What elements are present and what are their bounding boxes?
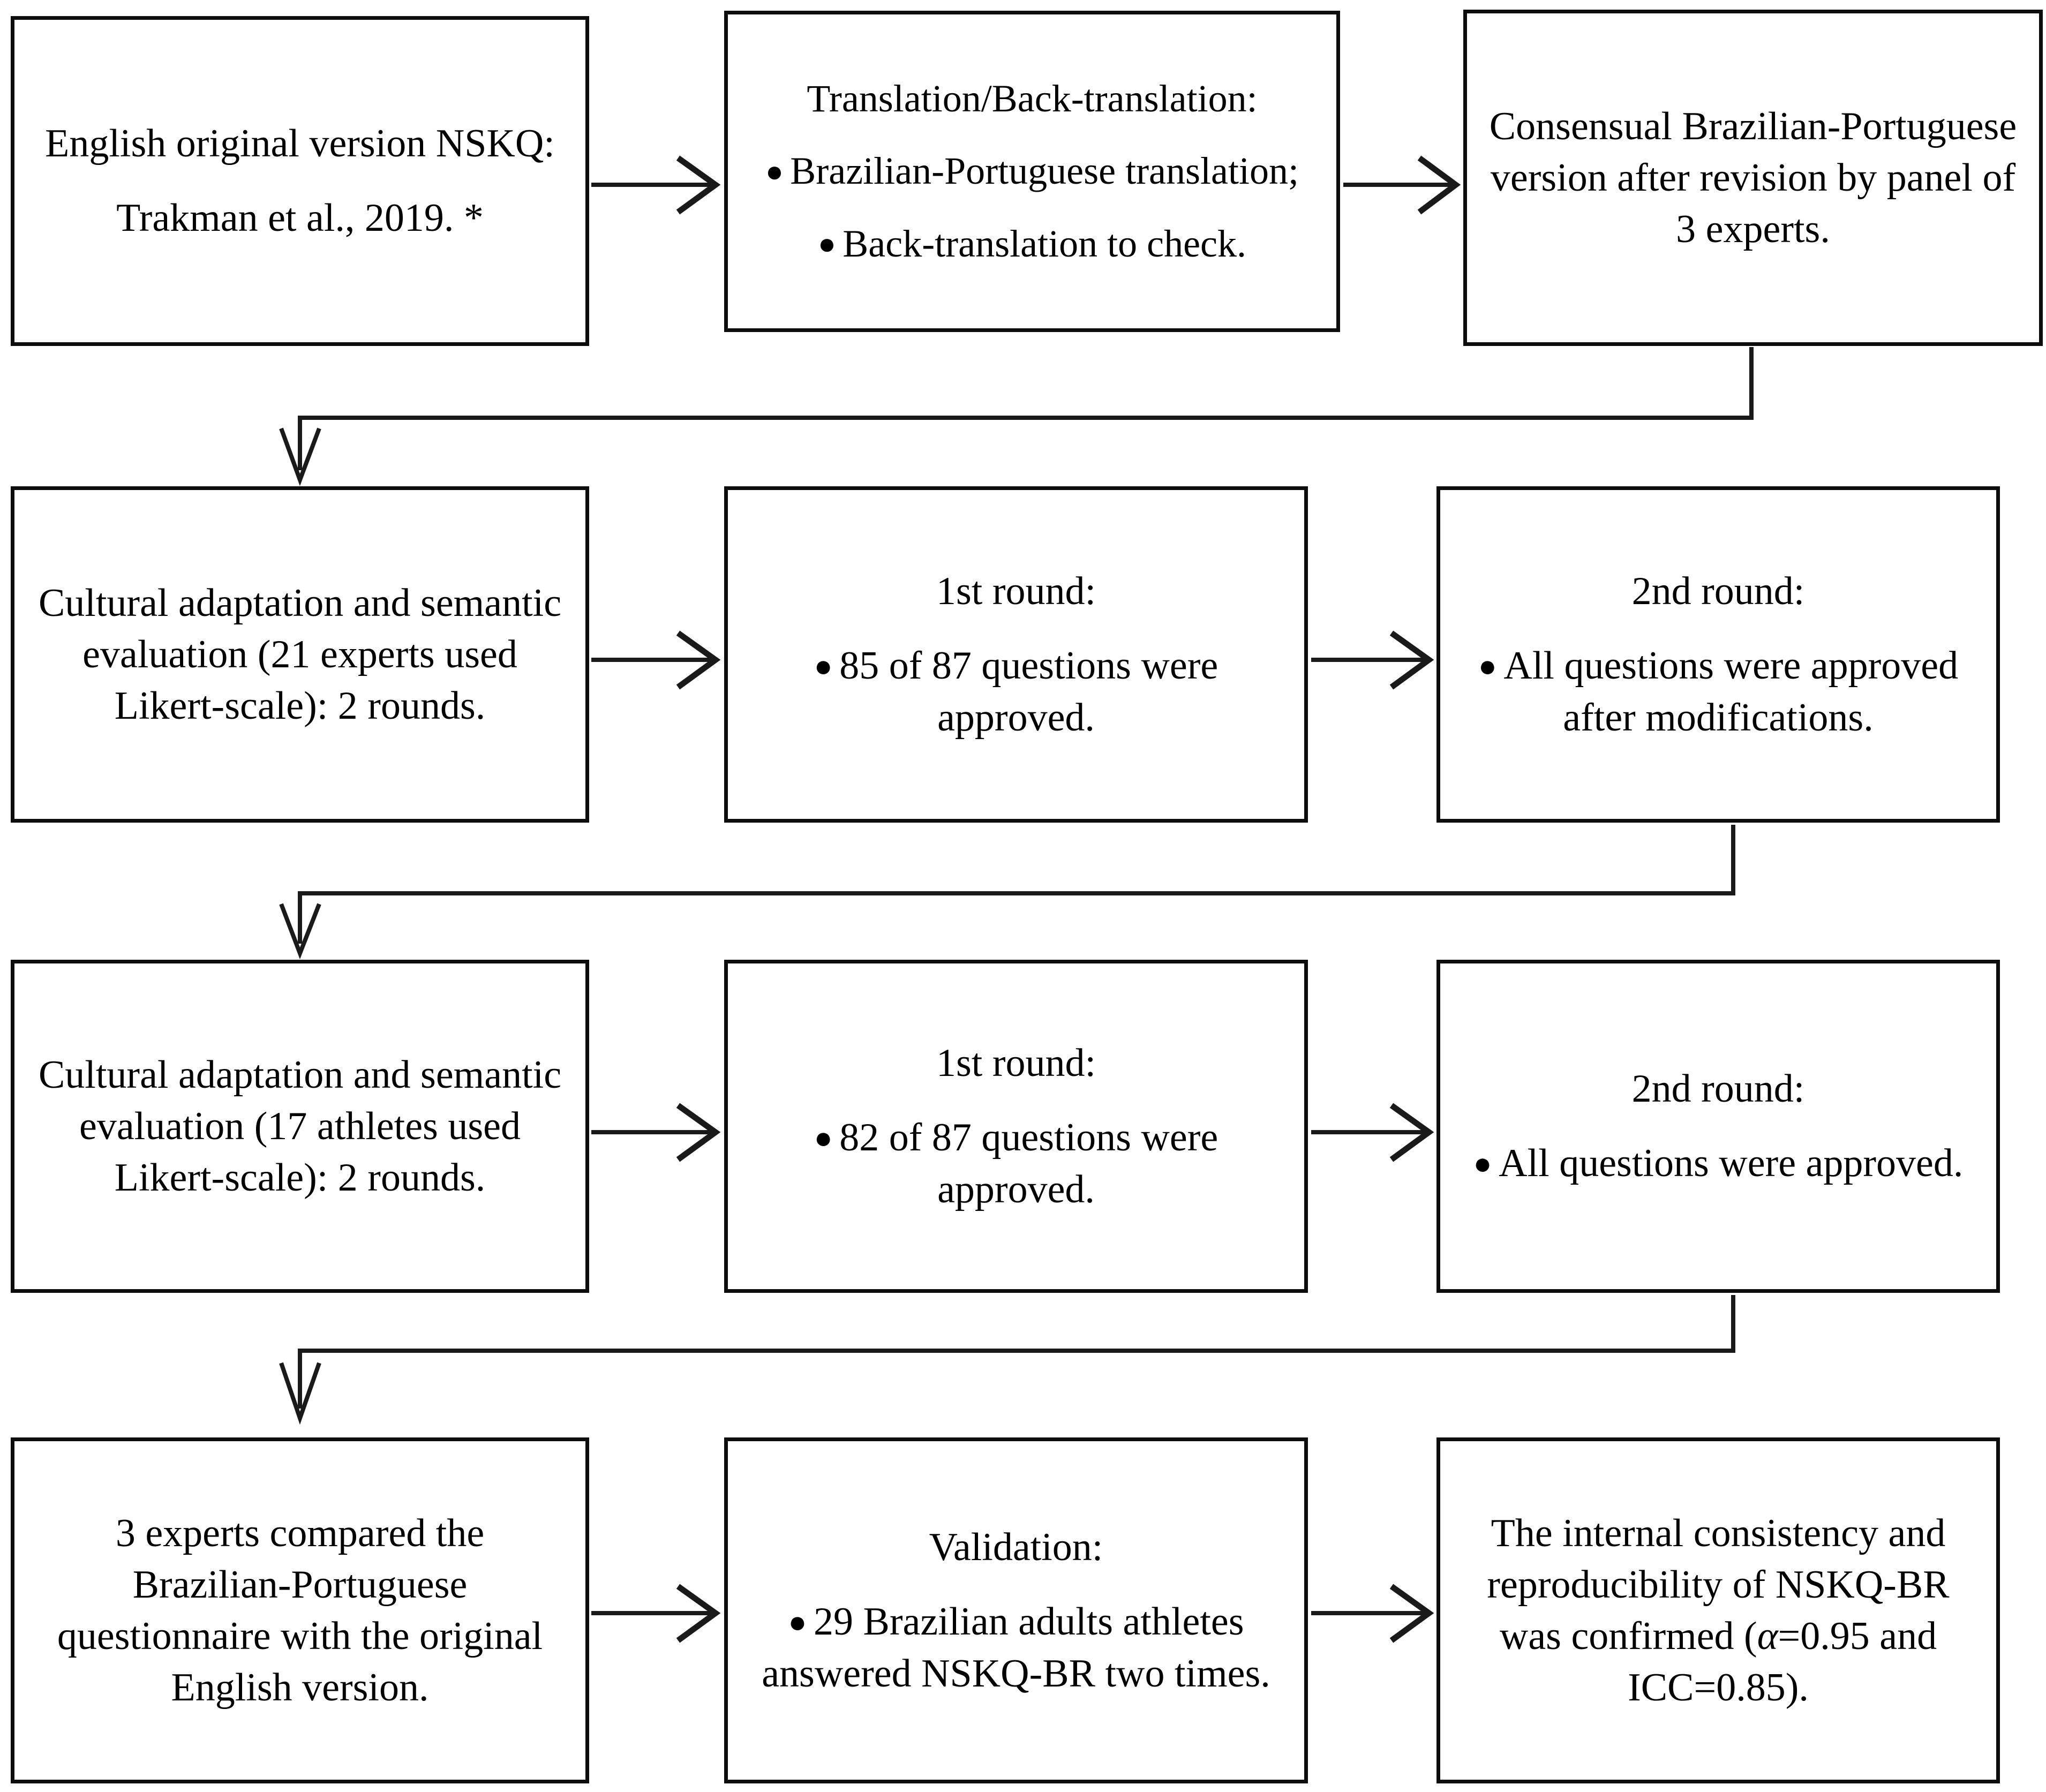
node-consensual-brazilian-portuguese-version[interactable]: Consensual Brazilian-Portuguese version … [1463, 10, 2043, 346]
node-bullet: ●Back-translation to check. [746, 219, 1318, 269]
result-text-post: =0.95 and ICC=0.85). [1628, 1614, 1937, 1710]
node-bullet: ●Brazilian-Portuguese translation; [746, 146, 1318, 197]
edge-n7-n8 [591, 1103, 721, 1162]
node-bullet-text: Back-translation to check. [843, 222, 1246, 265]
node-bullet-text: Brazilian-Portuguese translation; [790, 149, 1299, 193]
bullet-dot-icon: ● [788, 1605, 807, 1639]
node-internal-consistency-result[interactable]: The internal consistency and reproducibi… [1436, 1437, 2000, 1783]
node-experts-second-round[interactable]: 2nd round: ●All questions were approved … [1436, 486, 2000, 823]
node-experts-first-round[interactable]: 1st round: ●85 of 87 questions were appr… [724, 486, 1308, 823]
node-bullet: ●85 of 87 questions were approved. [746, 640, 1286, 743]
edge-n3-n4 [279, 347, 1754, 486]
node-experts-compared-versions[interactable]: 3 experts compared the Brazilian-Portugu… [11, 1437, 589, 1783]
node-bullet: ●All questions were approved after modif… [1458, 640, 1978, 743]
bullet-dot-icon: ● [818, 228, 836, 261]
alpha-symbol: α [1757, 1614, 1778, 1658]
node-text-line: 3 experts compared the Brazilian-Portugu… [57, 1511, 543, 1710]
node-heading: 2nd round: [1631, 569, 1805, 614]
node-bullet-text: 85 of 87 questions were approved. [839, 644, 1218, 740]
edge-n8-n9 [1311, 1103, 1434, 1162]
node-text-line: Trakman et al., 2019. * [116, 196, 484, 240]
node-heading: Translation/Back-translation: [807, 77, 1258, 120]
node-bullet-text: 82 of 87 questions were approved. [839, 1116, 1218, 1211]
bullet-dot-icon: ● [1478, 649, 1497, 683]
node-heading: 1st round: [936, 1041, 1096, 1086]
node-athletes-first-round[interactable]: 1st round: ●82 of 87 questions were appr… [724, 960, 1308, 1293]
result-text-pre: The internal consistency and reproducibi… [1487, 1511, 1950, 1658]
node-bullet-text: All questions were approved after modifi… [1503, 644, 1959, 740]
bullet-dot-icon: ● [765, 155, 784, 189]
node-validation[interactable]: Validation: ●29 Brazilian adults athlete… [724, 1437, 1308, 1783]
node-bullet: ●All questions were approved. [1458, 1138, 1978, 1189]
edge-n1-n2 [591, 155, 721, 215]
node-heading: 2nd round: [1631, 1067, 1805, 1111]
node-text-line: The internal consistency and reproducibi… [1458, 1508, 1978, 1714]
node-text-line: Cultural adaptation and semantic evaluat… [38, 581, 562, 728]
bullet-dot-icon: ● [814, 649, 833, 683]
node-heading: 1st round: [936, 569, 1096, 614]
edge-n4-n5 [591, 630, 721, 690]
node-bullet: ●29 Brazilian adults athletes answered N… [746, 1596, 1286, 1699]
node-bullet-text: 29 Brazilian adults athletes answered NS… [762, 1600, 1270, 1696]
edge-n2-n3 [1343, 155, 1461, 215]
node-cultural-adaptation-experts[interactable]: Cultural adaptation and semantic evaluat… [11, 486, 589, 823]
edge-n6-n7 [279, 825, 1735, 960]
node-translation-back-translation[interactable]: Translation/Back-translation: ●Brazilian… [724, 11, 1340, 332]
node-text-line: Consensual Brazilian-Portuguese version … [1489, 104, 2017, 252]
node-text-line: Cultural adaptation and semantic evaluat… [38, 1052, 562, 1200]
node-cultural-adaptation-athletes[interactable]: Cultural adaptation and semantic evaluat… [11, 960, 589, 1293]
edge-n11-n12 [1311, 1584, 1434, 1643]
edge-n5-n6 [1311, 630, 1434, 690]
node-text-line: English original version NSKQ: [45, 122, 555, 166]
edge-n10-n11 [591, 1584, 721, 1643]
edge-n9-n10 [279, 1295, 1735, 1425]
node-athletes-second-round[interactable]: 2nd round: ●All questions were approved. [1436, 960, 2000, 1293]
node-heading: Validation: [929, 1525, 1103, 1570]
node-bullet-text: All questions were approved. [1499, 1141, 1964, 1186]
node-english-original-version[interactable]: English original version NSKQ: Trakman e… [11, 16, 589, 346]
node-bullet: ●82 of 87 questions were approved. [746, 1112, 1286, 1215]
bullet-dot-icon: ● [1473, 1147, 1492, 1181]
bullet-dot-icon: ● [814, 1121, 833, 1155]
